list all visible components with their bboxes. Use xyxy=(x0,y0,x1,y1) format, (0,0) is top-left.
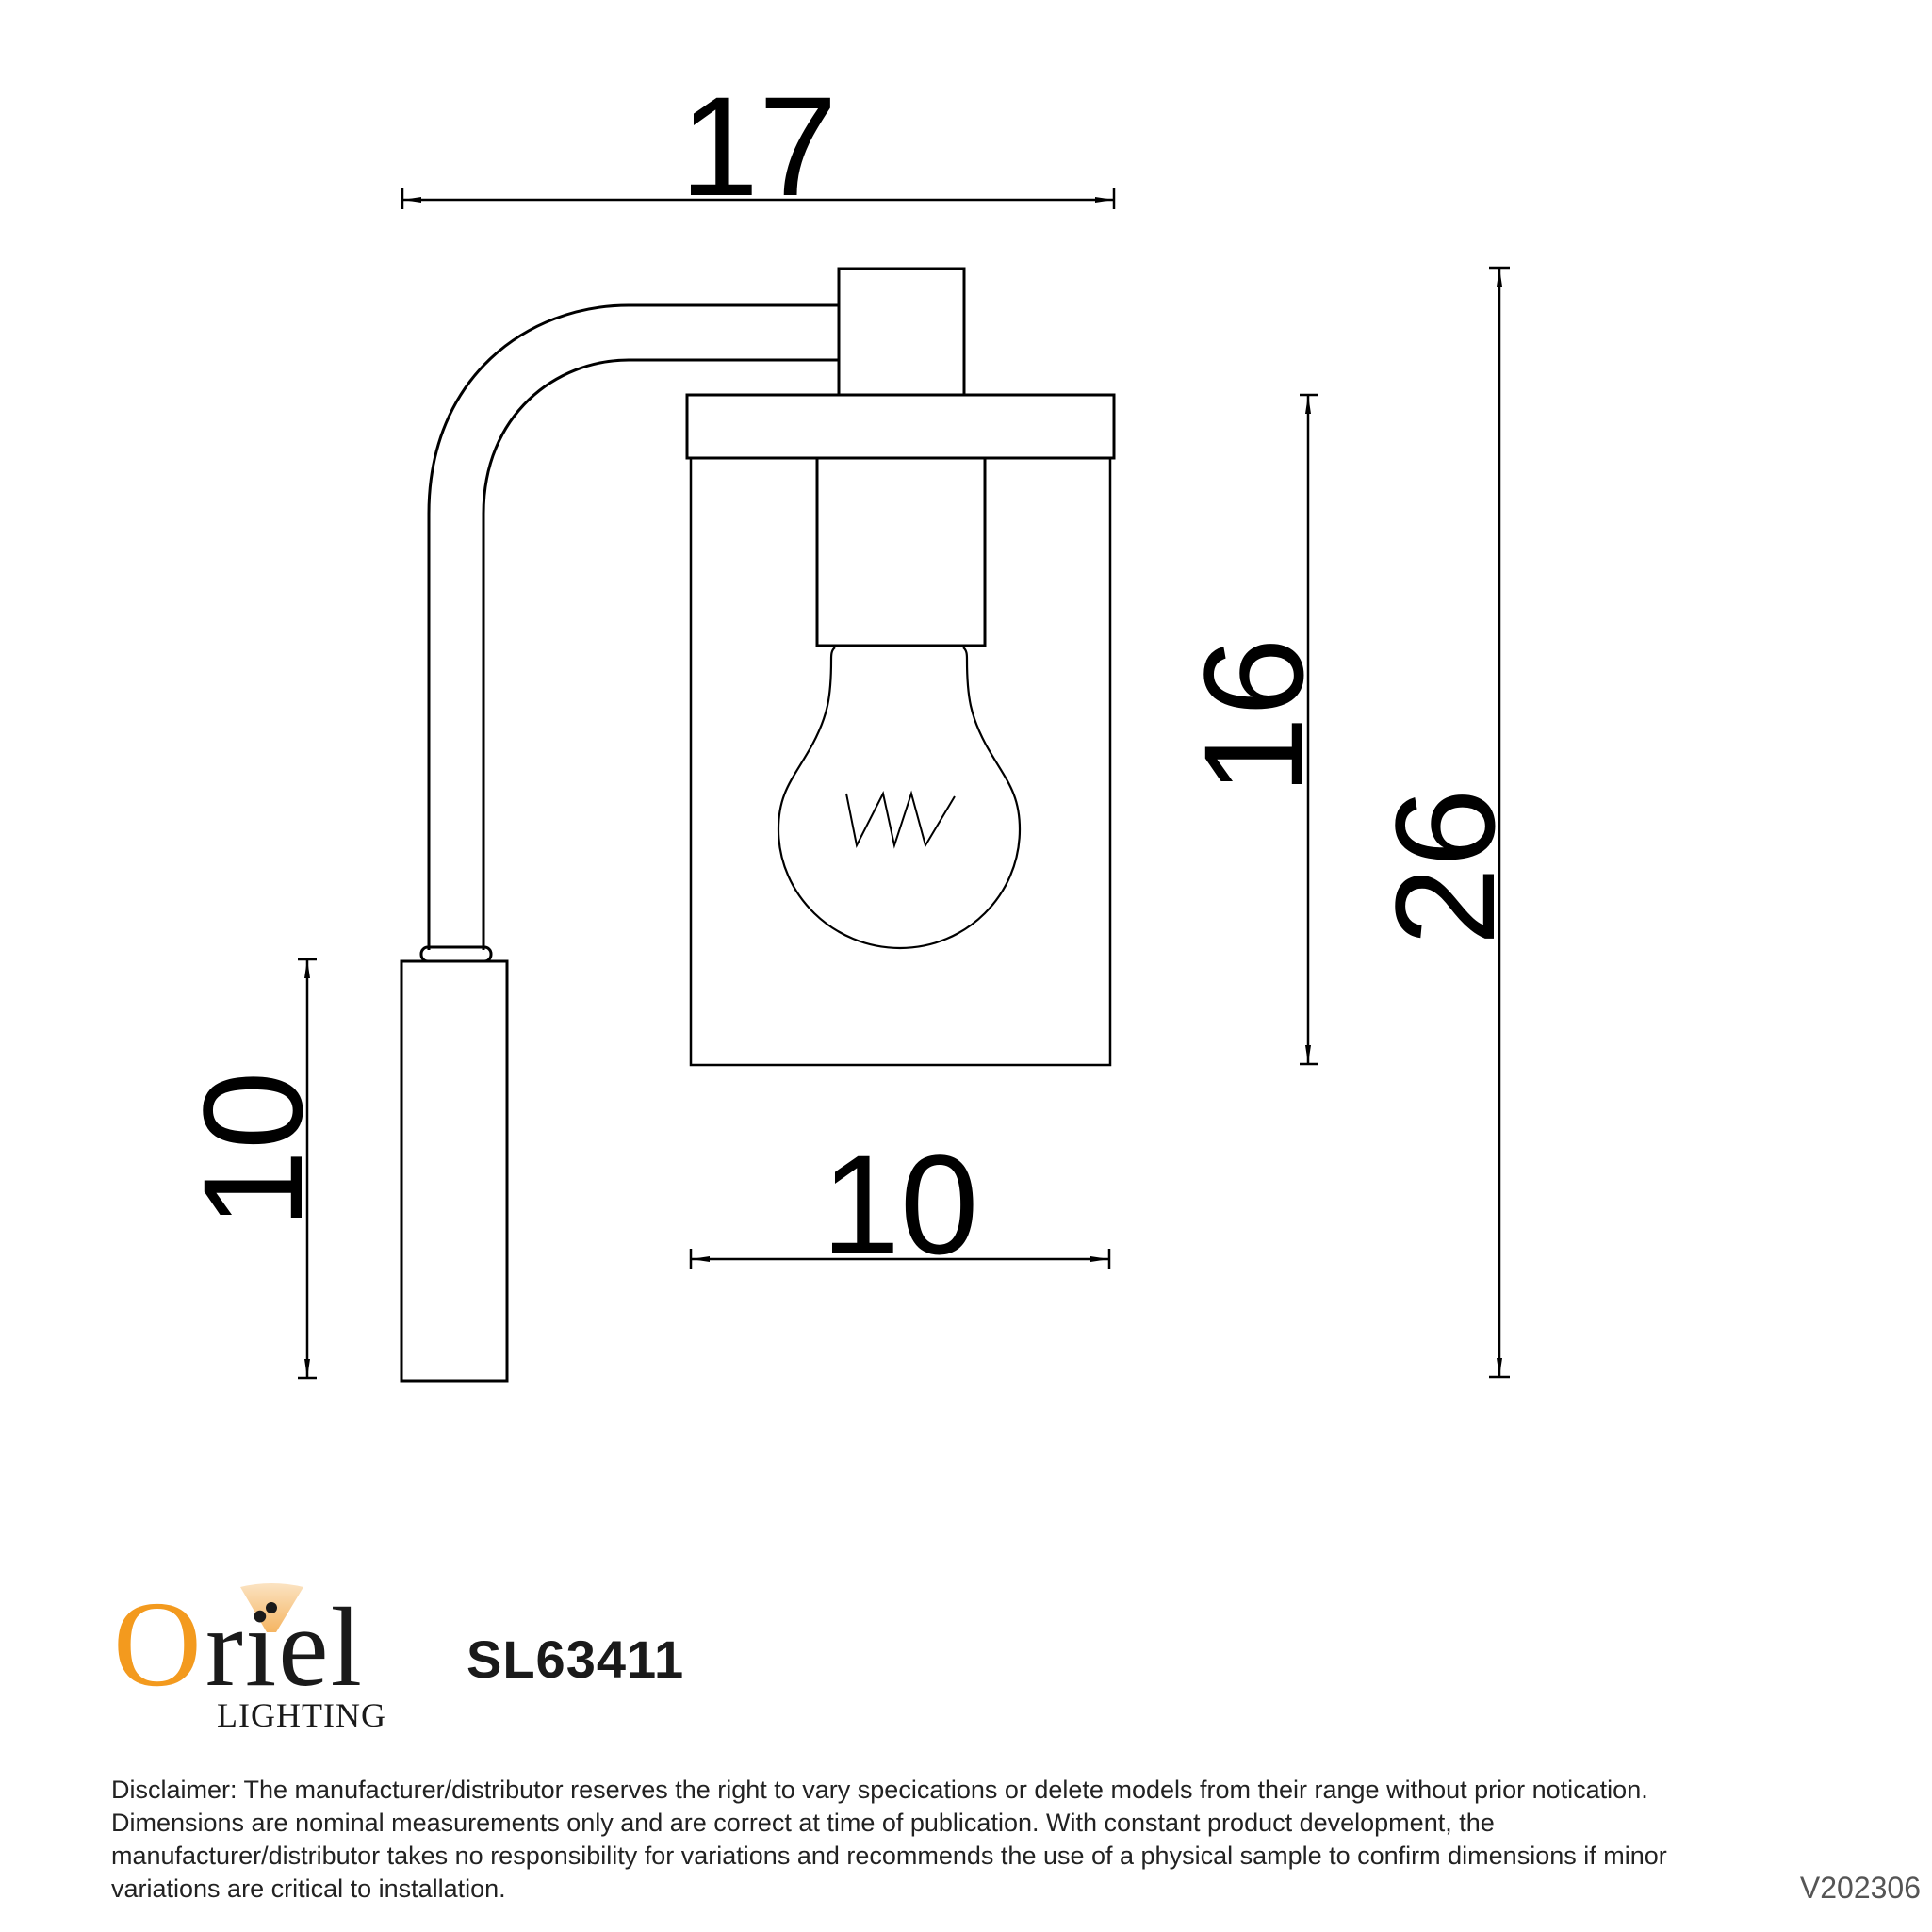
arm-outer xyxy=(427,303,839,950)
bulb-icon xyxy=(777,647,1022,950)
brand-letter-o: O xyxy=(113,1577,202,1712)
holder-block xyxy=(837,267,966,397)
arm-collar xyxy=(419,945,493,963)
disclaimer-line: manufacturer/distributor takes no respon… xyxy=(111,1842,1667,1870)
lamp-socket xyxy=(815,456,987,647)
arm-inner xyxy=(482,358,839,950)
shade-glass xyxy=(689,456,1112,1067)
dim-label-backplate-height: 10 xyxy=(173,1072,332,1229)
shade-cap xyxy=(685,393,1116,460)
dimension-lines xyxy=(298,188,1510,1380)
version-code: V202306 xyxy=(1799,1871,1921,1905)
light-dot-icon xyxy=(266,1602,277,1613)
dim-label-shade-width: 10 xyxy=(822,1125,979,1284)
model-code: SL63411 xyxy=(467,1629,685,1689)
disclaimer-text: Disclaimer: The manufacturer/distributor… xyxy=(111,1774,1808,1906)
brand-subtitle: LIGHTING xyxy=(217,1696,386,1734)
wall-light-outline xyxy=(400,267,1116,1383)
dim-label-overall-width: 17 xyxy=(680,67,838,225)
dim-label-overall-height: 26 xyxy=(1366,789,1524,946)
oriel-lighting-logo: O riel LIGHTING xyxy=(111,1574,413,1744)
disclaimer-line: Dimensions are nominal measurements only… xyxy=(111,1809,1495,1837)
filament-icon xyxy=(845,790,956,849)
brand-name: riel xyxy=(205,1584,364,1710)
dim-label-shade-height: 16 xyxy=(1174,638,1333,795)
disclaimer-line: variations are critical to installation. xyxy=(111,1875,506,1903)
disclaimer-line: Disclaimer: The manufacturer/distributor… xyxy=(111,1776,1648,1804)
backplate xyxy=(400,959,509,1383)
